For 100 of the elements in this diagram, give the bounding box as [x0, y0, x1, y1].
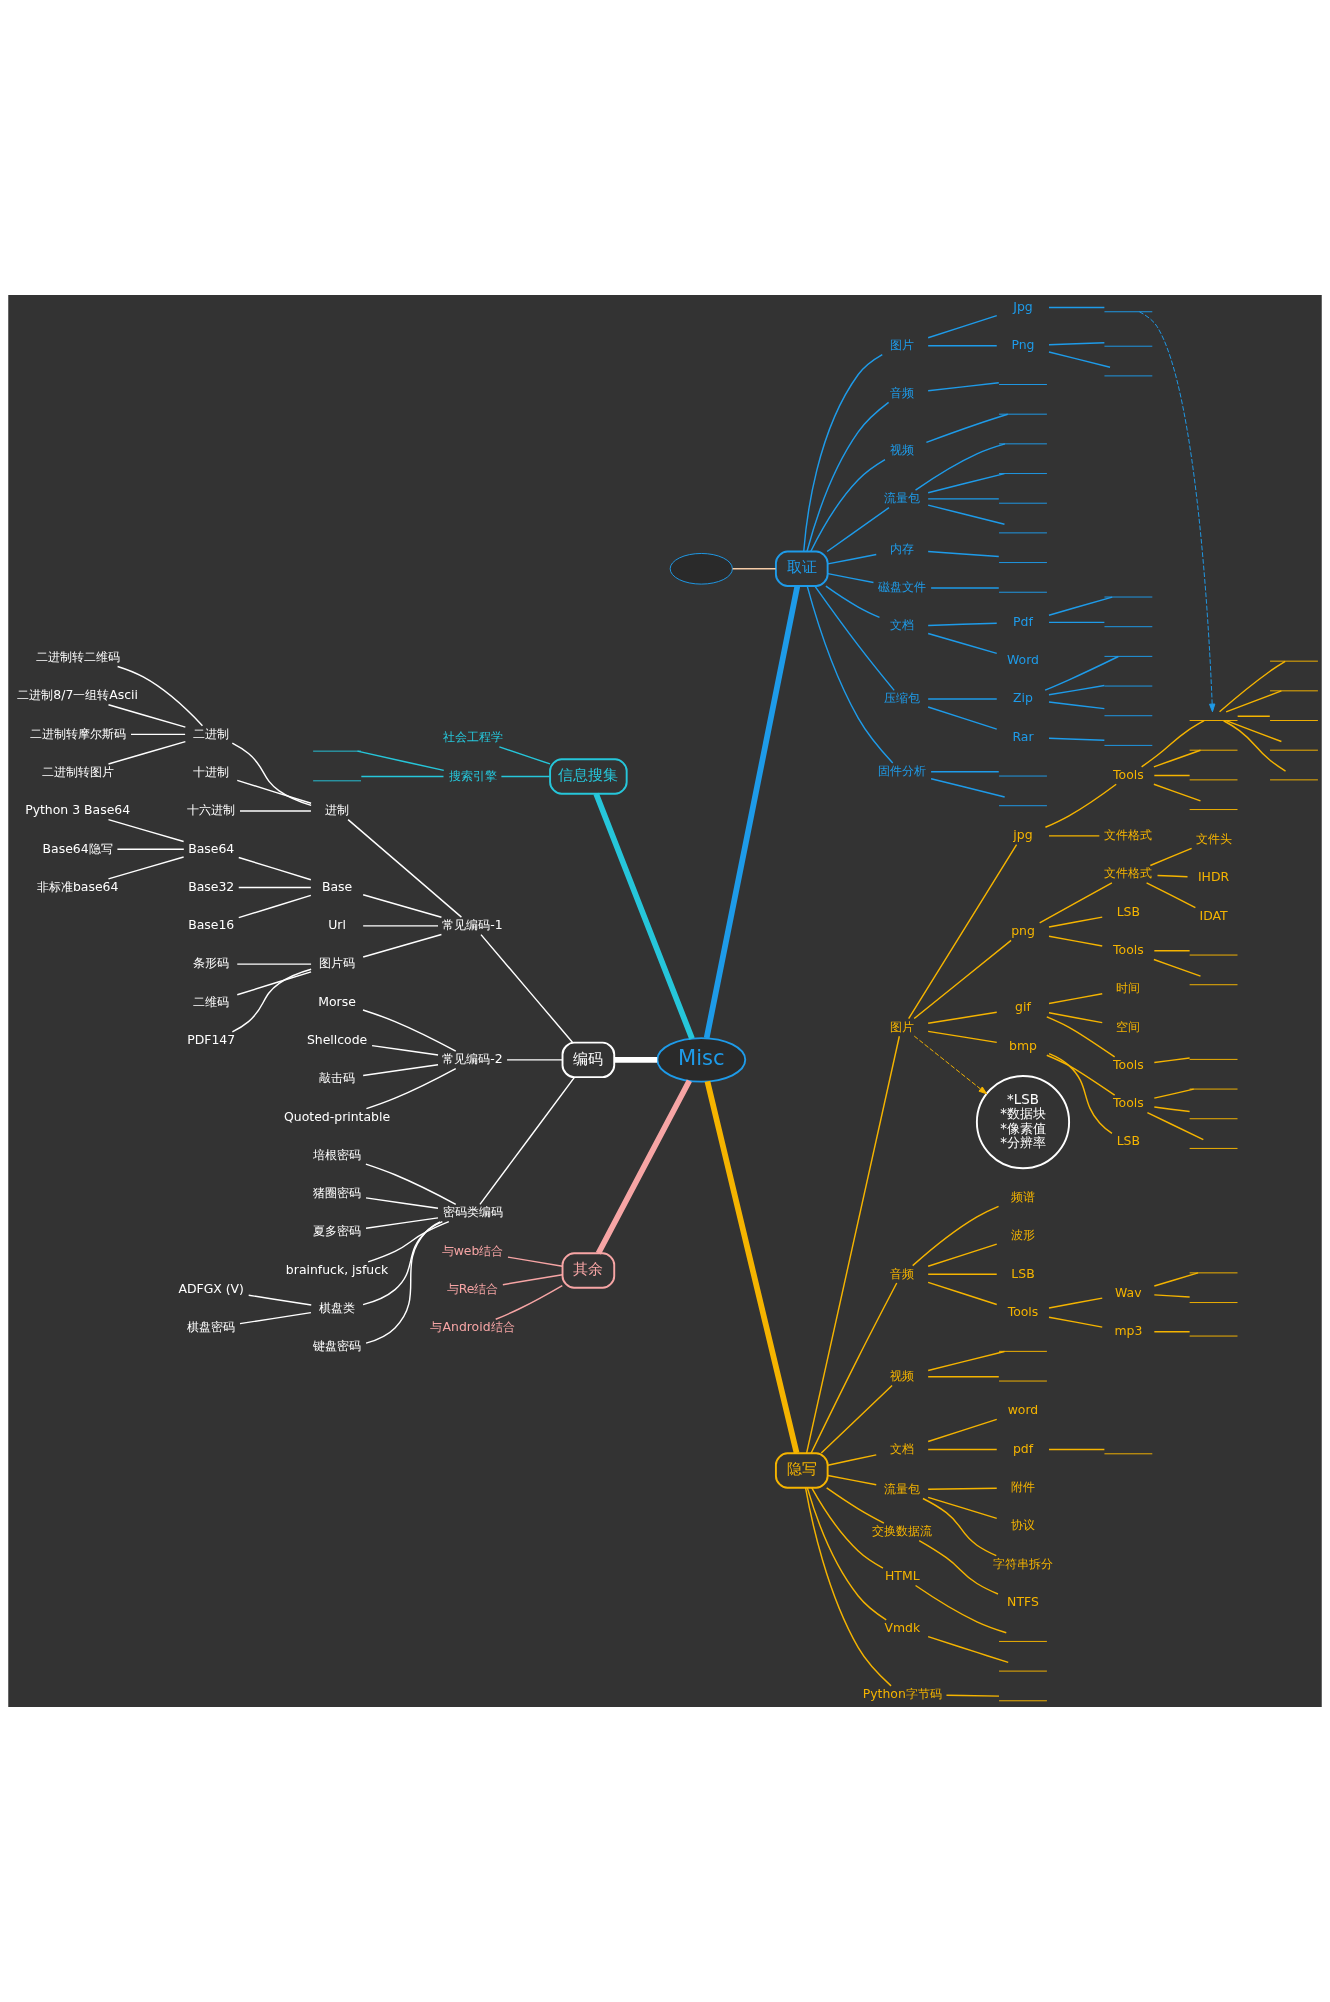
node-text: HTML [884, 1568, 920, 1584]
connector [1153, 1331, 1191, 1333]
connector [927, 550, 1000, 558]
connector [927, 1376, 1000, 1378]
node-text: Tools [1113, 1056, 1144, 1072]
connector [927, 622, 998, 627]
connector [927, 314, 998, 339]
node-bar [1189, 749, 1238, 751]
node-bar [998, 805, 1048, 807]
connector [371, 1044, 439, 1056]
node-text: ADFGX (V) [178, 1280, 244, 1296]
node-bar [1103, 375, 1153, 377]
node-text: 常见编码-1 [442, 917, 503, 933]
connector [238, 886, 312, 889]
node-bar [998, 591, 1048, 593]
connector [365, 1217, 439, 1229]
connector [1048, 351, 1111, 368]
connector [927, 382, 1000, 392]
connector [811, 1487, 884, 1569]
connector [365, 1197, 439, 1209]
node-text: 二进制 [193, 725, 230, 741]
connector [238, 856, 312, 881]
connector [1149, 847, 1193, 867]
connector [1048, 835, 1101, 837]
node-text: Url [328, 917, 346, 933]
connector [914, 443, 1006, 491]
node-text: 非标准base64 [36, 878, 119, 894]
connector [236, 779, 312, 804]
node-bar [1269, 779, 1319, 781]
node-text: Base64 [188, 840, 235, 856]
connector [614, 1057, 658, 1063]
node-text: 与Re结合 [446, 1280, 499, 1296]
node-bar [998, 443, 1048, 445]
connector [495, 1284, 563, 1320]
connector [927, 1011, 998, 1025]
connector [130, 733, 186, 736]
node-text: Tools [1113, 766, 1144, 782]
connector [703, 585, 801, 1039]
connector [927, 1243, 998, 1267]
node-text: Tools [1113, 1095, 1144, 1111]
connector [918, 1539, 999, 1595]
node-bar [1189, 720, 1238, 721]
connector [1153, 749, 1202, 768]
node-text: 图片码 [319, 955, 356, 971]
connector [927, 706, 998, 730]
node-text: 音频 [890, 384, 915, 400]
node-bar [1103, 311, 1153, 313]
connector [116, 665, 204, 727]
connector [930, 587, 1000, 589]
connector [107, 740, 187, 765]
connector [1048, 1052, 1113, 1135]
connector [1156, 874, 1189, 878]
node-text: 视频 [890, 442, 915, 458]
node-text: Base16 [188, 917, 235, 933]
node-text: Quoted-printable [284, 1108, 391, 1124]
node-box: 其余 [561, 1252, 616, 1289]
connector [236, 963, 312, 965]
node-text: 文件头 [1195, 830, 1232, 846]
connector [1146, 1111, 1205, 1141]
node-box: 编码 [561, 1041, 616, 1079]
connector [231, 968, 312, 1033]
connector [914, 1584, 1007, 1634]
node-text: 棋盘类 [319, 1300, 356, 1316]
node-text: png [1011, 922, 1035, 938]
connector [1044, 655, 1120, 691]
node-text: 二进制转摩尔斯码 [29, 725, 126, 741]
connector [595, 1079, 692, 1255]
connector [506, 1059, 564, 1061]
connector [1038, 882, 1113, 924]
connector [927, 1418, 998, 1443]
node-text: 二维码 [193, 993, 230, 1009]
connector [239, 1311, 312, 1325]
node-text: 频谱 [1010, 1188, 1035, 1204]
node-text: Python 3 Base64 [25, 802, 131, 818]
node-bar [998, 502, 1048, 504]
connector [814, 585, 895, 692]
node-bar [1103, 685, 1153, 687]
node-bar [998, 1380, 1048, 1382]
node-text: Base [321, 878, 353, 894]
node-text: 与Android结合 [430, 1319, 515, 1335]
connector [930, 771, 1000, 773]
node-text: 波形 [1010, 1227, 1035, 1243]
connector [116, 848, 185, 850]
node-text: 附件 [1010, 1479, 1035, 1495]
node-text: LSB [1011, 1265, 1035, 1281]
node-text: 密码类编码 [442, 1204, 503, 1220]
node-text: 固件分析 [878, 762, 927, 778]
connector [1048, 701, 1106, 710]
connector [1153, 1057, 1191, 1064]
node-text: 社会工程学 [442, 729, 503, 745]
node-text: mp3 [1114, 1323, 1143, 1338]
connector [365, 1221, 441, 1344]
arrow [913, 1035, 988, 1095]
connector [593, 792, 695, 1040]
connector [827, 572, 875, 584]
connector [1048, 621, 1106, 624]
node-bar [1189, 1118, 1238, 1120]
connector [825, 585, 881, 619]
node-bar [1189, 1335, 1238, 1337]
connector [107, 704, 187, 728]
